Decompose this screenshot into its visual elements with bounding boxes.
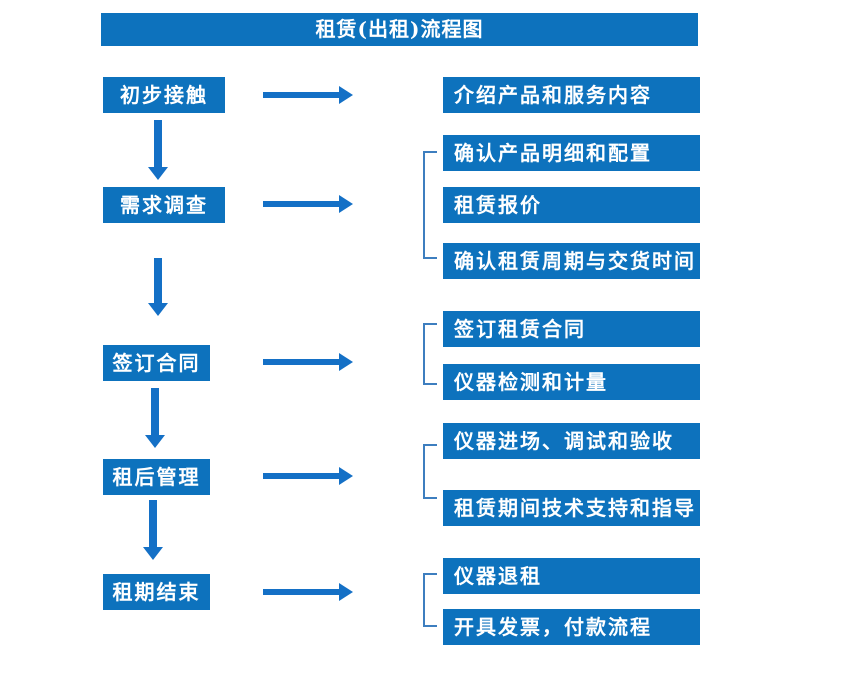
step-box-rental-end: 租期结束 xyxy=(103,574,210,610)
arrow-right-icon xyxy=(263,195,353,213)
step-box-initial-contact: 初步接触 xyxy=(103,77,225,113)
detail-box-confirm-product-details: 确认产品明细和配置 xyxy=(443,135,700,171)
arrow-down-icon xyxy=(148,120,168,180)
arrow-down-icon xyxy=(143,500,163,560)
detail-box-instrument-setup: 仪器进场、调试和验收 xyxy=(443,423,700,459)
arrow-down-icon xyxy=(145,388,165,448)
detail-box-instrument-testing: 仪器检测和计量 xyxy=(443,364,700,400)
detail-box-invoice-payment: 开具发票，付款流程 xyxy=(443,609,700,645)
detail-box-tech-support: 租赁期间技术支持和指导 xyxy=(443,490,700,526)
step-box-demand-survey: 需求调查 xyxy=(103,187,225,223)
arrow-down-icon xyxy=(148,258,168,316)
detail-box-introduce-products: 介绍产品和服务内容 xyxy=(443,77,700,113)
step-box-post-rental-management: 租后管理 xyxy=(103,459,210,495)
group-bracket-sign-contract xyxy=(423,323,437,385)
arrow-right-icon xyxy=(263,353,353,371)
detail-box-instrument-return: 仪器退租 xyxy=(443,558,700,594)
step-box-sign-contract: 签订合同 xyxy=(103,345,210,381)
arrow-right-icon xyxy=(263,583,353,601)
detail-box-rental-quote: 租赁报价 xyxy=(443,187,700,223)
detail-box-sign-rental-contract: 签订租赁合同 xyxy=(443,311,700,347)
flowchart-title: 租赁(出租)流程图 xyxy=(101,13,698,46)
group-bracket-post-rental xyxy=(423,444,437,499)
arrow-right-icon xyxy=(263,86,353,104)
group-bracket-rental-end xyxy=(423,573,437,627)
arrow-right-icon xyxy=(263,467,353,485)
group-bracket-demand-survey xyxy=(423,151,437,259)
detail-box-confirm-rental-period: 确认租赁周期与交货时间 xyxy=(443,243,700,279)
